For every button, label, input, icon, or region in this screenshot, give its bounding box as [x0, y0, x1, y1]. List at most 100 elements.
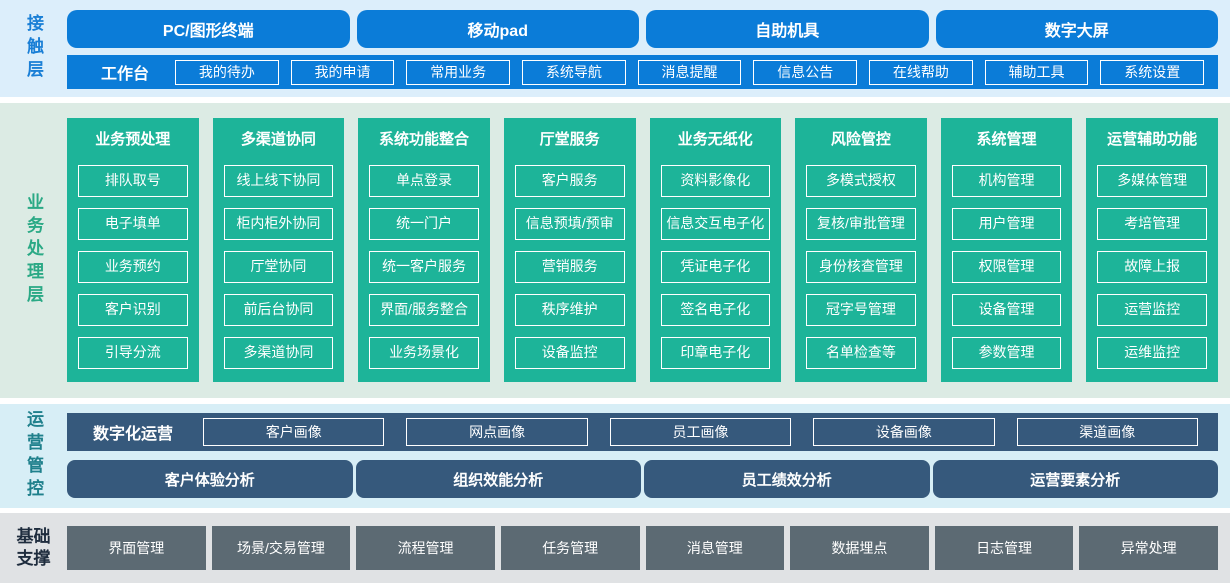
operations-layer-label: 运营管控: [24, 410, 43, 502]
analysis-box: 运营要素分析: [932, 460, 1218, 498]
business-item: 排队取号: [78, 165, 188, 197]
analysis-row: 客户体验分析 组织效能分析 员工绩效分析 运营要素分析: [67, 460, 1218, 498]
business-item: 营销服务: [514, 251, 625, 283]
foundation-layer-label-text: 基础支撑: [16, 526, 51, 568]
workbench-item: 我的待办: [175, 59, 279, 85]
workbench-item: 系统导航: [522, 59, 626, 85]
business-item: 单点登录: [369, 165, 479, 197]
foundation-box: 消息管理: [645, 526, 785, 570]
operations-layer: 运营管控 数字化运营 客户画像 网点画像 员工画像 设备画像 渠道画像 客户体验…: [0, 404, 1230, 508]
business-item: 多媒体管理: [1097, 165, 1207, 197]
business-item: 界面/服务整合: [369, 294, 479, 326]
business-item: 资料影像化: [660, 165, 771, 197]
business-item: 业务场景化: [369, 337, 479, 369]
business-item: 客户服务: [514, 165, 625, 197]
business-item: 运营监控: [1097, 294, 1207, 326]
workbench-item: 在线帮助: [869, 59, 973, 85]
workbench-bar: 工作台 我的待办 我的申请 常用业务 系统导航 消息提醒 信息公告 在线帮助 辅…: [67, 55, 1218, 89]
business-column-risk: 风险管控 多模式授权 复核/审批管理 身份核查管理 冠字号管理 名单检查等: [795, 118, 927, 382]
business-item: 业务预约: [78, 251, 188, 283]
workbench-item: 信息公告: [753, 59, 858, 85]
business-item: 厅堂协同: [223, 251, 334, 283]
business-item: 用户管理: [951, 208, 1062, 240]
foundation-layer-content: 界面管理 场景/交易管理 流程管理 任务管理 消息管理 数据埋点 日志管理 异常…: [67, 513, 1230, 583]
business-item: 统一客户服务: [369, 251, 479, 283]
business-column-title: 风险管控: [830, 131, 891, 148]
analysis-box: 客户体验分析: [67, 460, 353, 498]
business-item: 统一门户: [369, 208, 479, 240]
terminal-box-kiosk: 自助机具: [646, 10, 929, 48]
business-item: 复核/审批管理: [806, 208, 916, 240]
business-column-integration: 系统功能整合 单点登录 统一门户 统一客户服务 界面/服务整合 业务场景化: [358, 118, 490, 382]
terminal-box-pc: PC/图形终端: [67, 10, 350, 48]
business-item: 设备监控: [514, 337, 625, 369]
business-column-title: 系统功能整合: [379, 131, 470, 148]
digital-operations-title: 数字化运营: [93, 426, 174, 443]
business-item: 引导分流: [78, 337, 188, 369]
workbench-item: 我的申请: [290, 59, 395, 85]
portrait-box: 设备画像: [813, 418, 995, 446]
business-item: 柜内柜外协同: [223, 208, 334, 240]
terminal-row: PC/图形终端 移动pad 自助机具 数字大屏: [67, 10, 1218, 48]
contact-layer: 接触层 PC/图形终端 移动pad 自助机具 数字大屏 工作台 我的待办 我的申…: [0, 0, 1230, 97]
contact-layer-label: 接触层: [24, 14, 43, 83]
foundation-box: 数据埋点: [790, 526, 929, 570]
contact-layer-content: PC/图形终端 移动pad 自助机具 数字大屏 工作台 我的待办 我的申请 常用…: [67, 0, 1230, 97]
portrait-box: 客户画像: [203, 418, 385, 446]
portrait-box: 渠道画像: [1016, 418, 1198, 446]
business-column-system-mgmt: 系统管理 机构管理 用户管理 权限管理 设备管理 参数管理: [940, 118, 1073, 382]
operations-layer-content: 数字化运营 客户画像 网点画像 员工画像 设备画像 渠道画像 客户体验分析 组织…: [67, 404, 1230, 508]
business-item: 电子填单: [78, 208, 188, 240]
business-item: 秩序维护: [514, 294, 625, 326]
portrait-box: 员工画像: [609, 418, 792, 446]
foundation-layer-label: 基础支撑: [0, 513, 67, 583]
business-item: 参数管理: [951, 337, 1062, 369]
foundation-box: 日志管理: [934, 526, 1074, 570]
business-column-preprocess: 业务预处理 排队取号 电子填单 业务预约 客户识别 引导分流: [67, 118, 199, 382]
business-item: 运维监控: [1097, 337, 1207, 369]
business-column-title: 运营辅助功能: [1107, 131, 1198, 148]
portrait-box: 网点画像: [406, 418, 588, 446]
workbench-item: 常用业务: [406, 59, 511, 85]
business-column-ops-aux: 运营辅助功能 多媒体管理 考培管理 故障上报 运营监控 运维监控: [1086, 118, 1218, 382]
workbench-item: 系统设置: [1100, 59, 1205, 85]
terminal-box-screen: 数字大屏: [935, 10, 1218, 48]
business-item: 多模式授权: [806, 165, 916, 197]
business-item: 信息预填/预审: [514, 208, 625, 240]
foundation-box: 场景/交易管理: [211, 526, 351, 570]
workbench-item: 消息提醒: [637, 59, 742, 85]
business-item: 设备管理: [951, 294, 1062, 326]
foundation-layer: 基础支撑 界面管理 场景/交易管理 流程管理 任务管理 消息管理 数据埋点 日志…: [0, 513, 1230, 583]
business-item: 身份核查管理: [806, 251, 916, 283]
business-column-title: 系统管理: [976, 131, 1037, 148]
business-column-hall-service: 厅堂服务 客户服务 信息预填/预审 营销服务 秩序维护 设备监控: [503, 118, 636, 382]
foundation-box: 界面管理: [67, 526, 206, 570]
business-item: 线上线下协同: [223, 165, 334, 197]
business-item: 签名电子化: [660, 294, 771, 326]
business-column-multichannel: 多渠道协同 线上线下协同 柜内柜外协同 厅堂协同 前后台协同 多渠道协同: [212, 118, 345, 382]
business-column-title: 厅堂服务: [539, 131, 600, 148]
business-item: 故障上报: [1097, 251, 1207, 283]
business-item: 多渠道协同: [223, 337, 334, 369]
digital-operations-bar: 数字化运营 客户画像 网点画像 员工画像 设备画像 渠道画像: [67, 413, 1218, 451]
business-item: 凭证电子化: [660, 251, 771, 283]
business-item: 客户识别: [78, 294, 188, 326]
analysis-box: 组织效能分析: [355, 460, 641, 498]
business-item: 机构管理: [951, 165, 1062, 197]
business-item: 考培管理: [1097, 208, 1207, 240]
business-item: 冠字号管理: [806, 294, 916, 326]
business-item: 印章电子化: [660, 337, 771, 369]
terminal-box-pad: 移动pad: [356, 10, 639, 48]
business-column-paperless: 业务无纸化 资料影像化 信息交互电子化 凭证电子化 签名电子化 印章电子化: [649, 118, 782, 382]
workbench-title: 工作台: [101, 66, 150, 83]
foundation-box: 异常处理: [1079, 526, 1218, 570]
business-item: 名单检查等: [806, 337, 916, 369]
business-layer-content: 业务预处理 排队取号 电子填单 业务预约 客户识别 引导分流 多渠道协同 线上线…: [67, 103, 1230, 398]
business-item: 信息交互电子化: [660, 208, 771, 240]
analysis-box: 员工绩效分析: [644, 460, 930, 498]
business-column-title: 多渠道协同: [240, 131, 316, 148]
business-layer: 业务处理层 业务预处理 排队取号 电子填单 业务预约 客户识别 引导分流 多渠道…: [0, 103, 1230, 398]
business-layer-label: 业务处理层: [24, 193, 43, 308]
foundation-box: 任务管理: [500, 526, 640, 570]
